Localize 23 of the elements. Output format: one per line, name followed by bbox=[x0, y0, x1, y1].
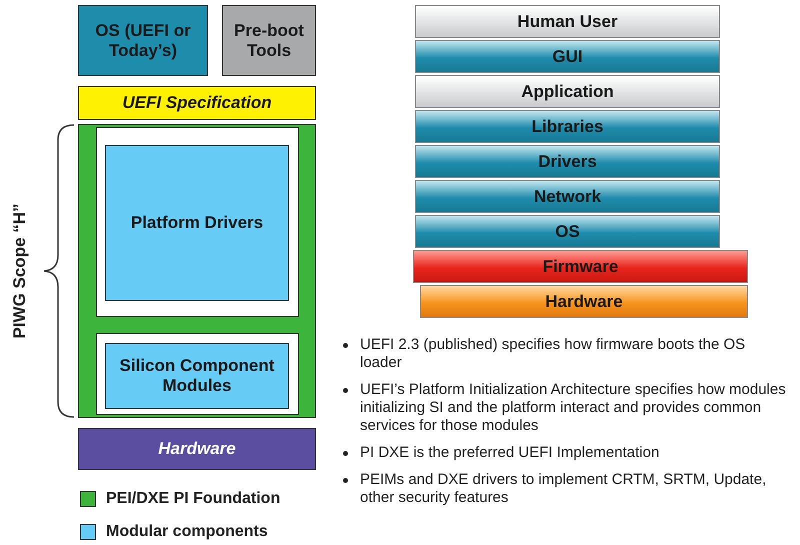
bullet-text: UEFI’s Platform Initialization Architecture specifies how modules initializing SI and the platform interact and provides common services for those modules bbox=[360, 381, 786, 434]
module-box: Platform Drivers bbox=[105, 145, 289, 301]
layer-bar: Drivers bbox=[415, 145, 720, 178]
hardware-bar: Hardware bbox=[78, 428, 316, 470]
layer-bar: Hardware bbox=[420, 285, 748, 318]
foundation-frame bbox=[78, 124, 316, 418]
layer-bar: Network bbox=[415, 180, 720, 213]
bullet-text: UEFI 2.3 (published) specifies how firmware boots the OS loader bbox=[360, 336, 746, 371]
layer-bar: OS bbox=[415, 215, 720, 248]
tools-box: Pre-boot Tools bbox=[222, 5, 316, 76]
scope-label: PIWG Scope “H” bbox=[10, 203, 30, 339]
legend-text: PEI/DXE PI Foundation bbox=[106, 490, 280, 508]
specification-bar: UEFI Specification bbox=[78, 86, 316, 120]
layer-bar: Libraries bbox=[415, 110, 720, 143]
module-box: Silicon Component Modules bbox=[105, 343, 289, 409]
bullet-text: PI DXE is the preferred UEFI Implementation bbox=[360, 444, 660, 461]
legend-text: Modular components bbox=[106, 523, 268, 541]
layer-bar: Human User bbox=[415, 5, 720, 38]
bullet-text: PEIMs and DXE drivers to implement CRTM, SRTM, Update, other security features bbox=[360, 471, 766, 506]
layer-bar: Firmware bbox=[413, 250, 748, 283]
layer-bar: GUI bbox=[415, 40, 720, 73]
layer-bar: Application bbox=[415, 75, 720, 108]
os-box: OS (UEFI or Today’s) bbox=[78, 5, 208, 76]
